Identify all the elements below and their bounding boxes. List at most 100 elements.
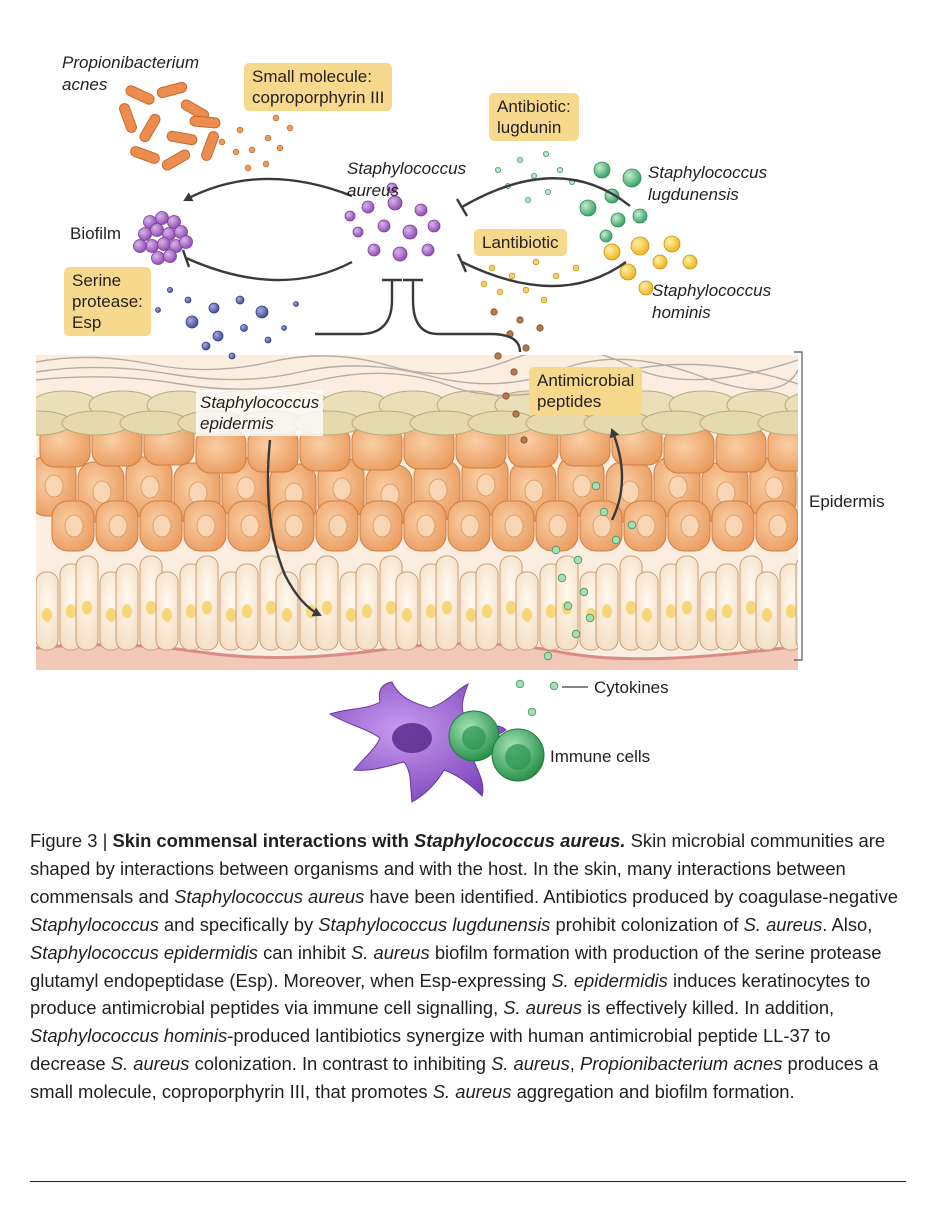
cytokine-dot xyxy=(557,573,567,583)
basal-nucleus xyxy=(266,600,276,615)
basal-nucleus xyxy=(322,600,332,615)
s-lugdunensis-coccus xyxy=(622,168,642,188)
cytokine-dot xyxy=(591,481,601,491)
lantibiotic-dots xyxy=(480,258,580,304)
keratinocyte-nucleus xyxy=(724,514,744,538)
coproporphyrin-dot xyxy=(272,114,280,122)
amp-dot xyxy=(502,392,510,400)
esp-dot xyxy=(293,301,299,307)
s-lugdunensis-coccus xyxy=(610,212,626,228)
keratinocyte-nucleus xyxy=(460,514,480,538)
keratinocyte-nucleus xyxy=(548,514,568,538)
lantibiotic-dot xyxy=(552,272,560,280)
p-acnes-rod xyxy=(130,146,160,164)
s-hominis-coccus xyxy=(663,235,681,253)
cytokine-dot xyxy=(527,707,537,717)
small-molecule-line-2: coproporphyrin III xyxy=(252,88,385,107)
cytokine-dot xyxy=(571,629,581,639)
epidermis-label: Epidermis xyxy=(809,492,885,511)
basal-nucleus xyxy=(242,604,252,619)
basal-nucleus xyxy=(746,600,756,615)
coproporphyrin-dot xyxy=(264,134,272,142)
lantibiotic-dot xyxy=(522,286,530,294)
caption-figure-number: Figure 3 | xyxy=(30,830,113,851)
basal-nucleus xyxy=(146,600,156,615)
s-aureus-label-2: aureus xyxy=(347,181,399,200)
lantibiotic-dot xyxy=(540,296,548,304)
esp-dot xyxy=(228,352,236,360)
basal-nucleus xyxy=(442,600,452,615)
lugdunin-dot xyxy=(517,156,524,163)
lantibiotic-inhibit-bar xyxy=(456,253,468,273)
basal-nucleus xyxy=(82,600,92,615)
keratinocyte-nucleus xyxy=(140,475,160,499)
basal-nucleus xyxy=(522,607,532,622)
s-hominis-coccus xyxy=(638,280,654,296)
serine-protease-line-2: protease: xyxy=(72,292,143,311)
esp-dot xyxy=(155,307,161,313)
caption-title: Skin commensal interactions with Staphyl… xyxy=(112,830,626,851)
p-acnes-rod xyxy=(125,85,155,105)
keratinocyte-nucleus xyxy=(236,476,256,500)
keratinocyte-nucleus xyxy=(44,474,64,498)
keratinocyte-nucleus xyxy=(196,514,216,538)
s-lugdunensis-coccus xyxy=(593,161,611,179)
s-aureus-coccus xyxy=(392,246,408,262)
lantibiotic-dot xyxy=(572,264,580,272)
basal-nucleus xyxy=(786,604,796,619)
biofilm-coccus xyxy=(179,235,193,249)
biofilm-cluster xyxy=(133,211,193,265)
p-acnes-rods xyxy=(119,81,221,171)
basal-nucleus xyxy=(506,600,516,615)
esp-dot xyxy=(281,325,287,331)
coproporphyrin-dot xyxy=(232,148,240,156)
basal-nucleus xyxy=(162,607,172,622)
s-hominis-label-2: hominis xyxy=(652,303,711,322)
keratinocyte-nucleus xyxy=(592,514,612,538)
cytokine-dot xyxy=(599,507,609,517)
amp-inhibit-line xyxy=(411,280,522,353)
s-lugdunensis-label-1: Staphylococcus xyxy=(648,163,768,182)
basal-nucleus xyxy=(402,607,412,622)
basal-nucleus xyxy=(122,604,132,619)
basal-nucleus xyxy=(386,600,396,615)
basal-nucleus xyxy=(642,607,652,622)
basal-nucleus xyxy=(682,600,692,615)
keratinocyte-nucleus xyxy=(636,514,656,538)
amp-dot xyxy=(516,316,524,324)
esp-dot xyxy=(240,324,248,332)
epidermis-signal-arrow xyxy=(266,439,322,617)
small-molecule-tag: Small molecule: coproporphyrin III xyxy=(244,63,393,111)
coproporphyrin-dot xyxy=(276,144,284,152)
basal-nucleus xyxy=(466,607,476,622)
coproporphyrin-dots xyxy=(218,114,294,172)
small-molecule-line-1: Small molecule: xyxy=(252,67,372,86)
serine-protease-line-1: Serine xyxy=(72,271,122,290)
antimicrobial-peptides-tag: Antimicrobial peptides xyxy=(529,367,643,415)
lugdunin-inhibit-line xyxy=(461,177,631,209)
s-hominis-coccus xyxy=(682,254,698,270)
esp-inhibit-line xyxy=(315,280,394,336)
keratinocyte-nucleus xyxy=(92,480,112,504)
p-acnes-rod xyxy=(139,113,161,143)
esp-dot xyxy=(184,296,192,304)
corneocyte xyxy=(784,393,798,417)
amp-dot xyxy=(490,308,498,316)
amp-dot xyxy=(510,368,518,376)
basal-nucleus xyxy=(106,607,116,622)
basal-nucleus xyxy=(362,604,372,619)
basal-nucleus xyxy=(226,607,236,622)
p-acnes-rod xyxy=(161,149,191,171)
s-aureus-coccus xyxy=(367,243,381,257)
p-acnes-rod xyxy=(119,103,137,133)
skin-section xyxy=(36,355,798,670)
keratinocyte-nucleus xyxy=(764,476,784,500)
serine-protease-line-3: Esp xyxy=(72,313,102,332)
basal-nucleus xyxy=(66,604,76,619)
keratinocyte-nucleus xyxy=(152,514,172,538)
amp-up-arrow xyxy=(609,428,624,521)
antimicrobial-line-2: peptides xyxy=(537,392,602,411)
cytokine-dots xyxy=(515,481,637,717)
amp-dot xyxy=(536,324,544,332)
s-aureus-coccus xyxy=(386,182,398,194)
